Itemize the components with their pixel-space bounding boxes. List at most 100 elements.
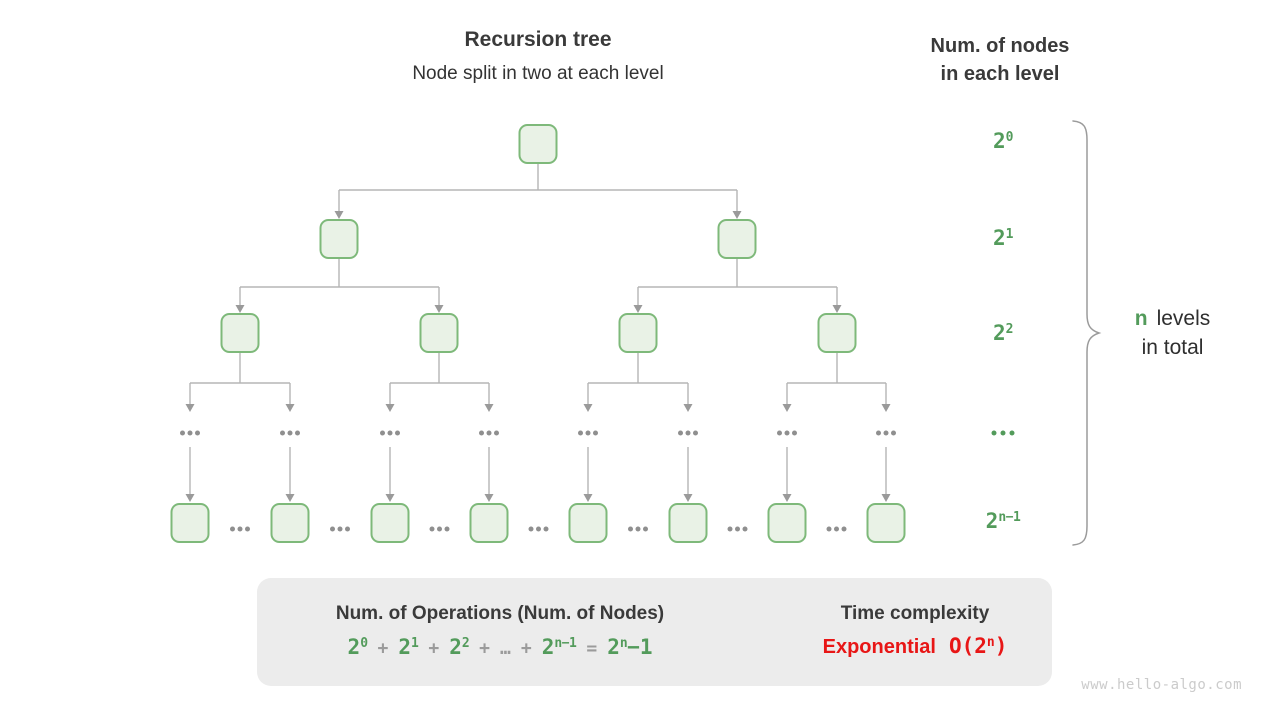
ellipsis-dots <box>387 430 393 436</box>
formula-term: 21 <box>398 635 419 659</box>
formula-operator: + <box>479 638 491 659</box>
level-count-label: 2n−1 <box>985 509 1021 533</box>
row-separator-dots <box>429 526 435 532</box>
ellipsis-dots <box>486 430 492 436</box>
tree-node <box>419 313 459 353</box>
green-ellipsis-dot <box>1000 430 1006 436</box>
ellipsis-dots <box>876 430 881 436</box>
row-separator-dots <box>444 526 450 532</box>
ellipsis-dots <box>593 430 598 436</box>
row-separator-dots <box>245 526 250 532</box>
ellipsis-dots <box>883 430 889 436</box>
ellipsis-dots <box>180 430 185 436</box>
arrowhead-icon <box>484 494 494 502</box>
complexity-word: Exponential <box>822 636 936 658</box>
row-separator-dots <box>237 526 243 532</box>
tree-node <box>618 313 658 353</box>
levels-word: levels <box>1156 307 1211 330</box>
ellipsis-dots <box>685 430 691 436</box>
formula-term: 2n−1 <box>607 635 653 659</box>
big-o-notation: O(2n) <box>948 634 1008 658</box>
ellipsis-dots <box>195 430 200 436</box>
watermark: www.hello-algo.com <box>1081 677 1242 693</box>
arrowhead-icon <box>185 494 195 502</box>
row-separator-dots <box>834 526 839 532</box>
row-separator-dots <box>742 526 748 532</box>
row-separator-dots <box>330 526 335 532</box>
title-block: Recursion tree Node split in two at each… <box>288 28 788 85</box>
formula-operator: = <box>586 638 598 659</box>
arrowhead-icon <box>881 404 891 412</box>
ellipsis-dots <box>494 430 499 436</box>
tree-node <box>767 503 807 543</box>
ellipsis-dots <box>280 430 285 436</box>
green-ellipsis-dot <box>1009 430 1015 436</box>
summary-panel: Num. of Operations (Num. of Nodes) 20 +21… <box>257 578 1052 686</box>
level-count-label <box>991 430 1015 436</box>
tree-node <box>668 503 708 543</box>
tree-node <box>817 313 857 353</box>
row-separator-dots <box>635 526 641 532</box>
row-separator-dots <box>337 526 343 532</box>
tree-node <box>518 124 558 164</box>
operations-formula: 20+21+22+…+2n−1=2n−1 <box>257 635 743 659</box>
formula-term: 2n−1 <box>541 635 577 659</box>
levels-note-line2: in total <box>1141 336 1204 359</box>
row-separator-dots <box>437 526 442 532</box>
arrowhead-icon <box>185 404 195 412</box>
tree-node <box>469 503 509 543</box>
ellipsis-dots <box>295 430 300 436</box>
arrowhead-icon <box>832 305 842 313</box>
arrowhead-icon <box>683 404 693 412</box>
tree-node <box>568 503 608 543</box>
time-complexity-block: Time complexity Exponential O(2n) <box>777 578 1053 686</box>
right-column-header: Num. of nodes in each level <box>880 32 1120 88</box>
formula-operator: + <box>520 638 532 659</box>
time-complexity-title: Time complexity <box>840 603 990 624</box>
right-brace-icon <box>1072 120 1102 546</box>
right-header-line2: in each level <box>940 63 1060 85</box>
formula-term: 20 <box>347 635 369 659</box>
n-variable: n <box>1134 307 1148 330</box>
operations-title: Num. of Operations (Num. of Nodes) <box>335 603 665 624</box>
row-separator-dots <box>528 526 534 532</box>
arrowhead-icon <box>732 211 742 219</box>
row-separator-dots <box>727 526 733 532</box>
tree-node <box>717 219 757 259</box>
ellipsis-dots <box>693 430 698 436</box>
right-header-line1: Num. of nodes <box>930 35 1070 57</box>
ellipsis-dots <box>287 430 293 436</box>
row-separator-dots <box>628 526 633 532</box>
arrowhead-icon <box>235 305 245 313</box>
arrowhead-icon <box>633 305 643 313</box>
tree-node <box>866 503 906 543</box>
ellipsis-dots <box>678 430 683 436</box>
arrowhead-icon <box>683 494 693 502</box>
ellipsis-dots <box>777 430 782 436</box>
arrowhead-icon <box>385 404 395 412</box>
arrowhead-icon <box>385 494 395 502</box>
complexity-result: Exponential O(2n) <box>777 634 1053 659</box>
ellipsis-dots <box>380 430 385 436</box>
row-separator-dots <box>230 526 235 532</box>
arrowhead-icon <box>583 494 593 502</box>
level-count-label: 21 <box>993 226 1014 250</box>
tree-node <box>270 503 310 543</box>
levels-brace <box>1072 120 1102 546</box>
figure-subtitle: Node split in two at each level <box>412 63 664 84</box>
arrowhead-icon <box>285 494 295 502</box>
row-separator-dots <box>826 526 832 532</box>
arrowhead-icon <box>782 494 792 502</box>
figure-title: Recursion tree <box>464 28 612 51</box>
arrowhead-icon <box>334 211 344 219</box>
level-count-label: 22 <box>993 321 1014 345</box>
arrowhead-icon <box>434 305 444 313</box>
arrowhead-icon <box>782 404 792 412</box>
formula-operator: + <box>428 638 440 659</box>
arrowhead-icon <box>583 404 593 412</box>
row-separator-dots <box>735 526 740 532</box>
formula-operator: + <box>377 638 389 659</box>
ellipsis-dots <box>479 430 484 436</box>
